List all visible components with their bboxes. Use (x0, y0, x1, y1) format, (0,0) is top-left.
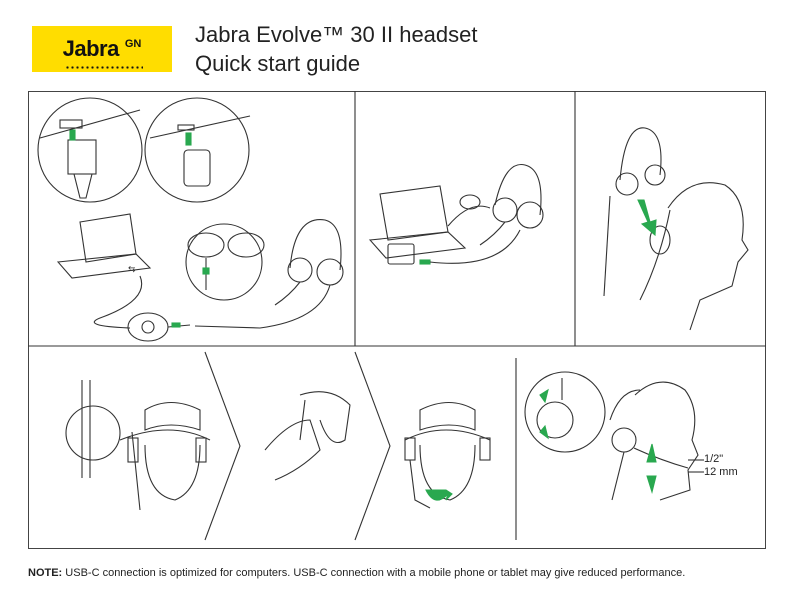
usb-c-plug (183, 149, 211, 187)
controller-front (187, 232, 225, 258)
detail-earcup (536, 401, 574, 439)
usb-c-arrow (185, 132, 192, 146)
headset-band (289, 219, 342, 271)
title-guide: Quick start guide (195, 51, 361, 76)
usb-a-port (59, 119, 83, 129)
laptop-base (56, 253, 152, 279)
wear-headband (619, 127, 662, 181)
controller-back (227, 232, 265, 258)
rotate-arrow (425, 489, 453, 501)
headset-cable (194, 284, 331, 329)
usb-a-arrow (69, 129, 76, 141)
usb-c-edge (149, 115, 251, 139)
mic-distance-label: 1/2" 12 mm (704, 453, 738, 479)
face-front (144, 444, 201, 501)
headset-earcup-left (287, 257, 313, 283)
logo-wordmark: Jabra (62, 36, 120, 61)
panel-hands (264, 391, 351, 481)
headset2-mic (479, 221, 506, 246)
usb-a-cable-end (73, 173, 93, 199)
usb-a-edge (39, 109, 141, 139)
note-text: USB-C connection is optimized for comput… (62, 567, 686, 579)
laptop2-screen (379, 185, 449, 241)
band-detail (65, 405, 121, 461)
head2-profile (634, 381, 699, 501)
earcup-detail (524, 371, 606, 453)
laptop2-base (368, 231, 467, 259)
mic-boom-side (633, 447, 689, 469)
head-back (639, 209, 671, 301)
cable2-side (611, 451, 625, 501)
wear-earcup (615, 172, 639, 196)
footer-note: NOTE: USB-C connection is optimized for … (28, 567, 685, 579)
cup2-right (479, 437, 491, 461)
instruction-frame (28, 91, 766, 549)
detail-arrow (202, 267, 210, 275)
ear (649, 225, 671, 255)
controller-detail (185, 223, 263, 301)
step-chevron-2 (354, 351, 391, 541)
logo-gn-mark: GN (124, 38, 142, 50)
wear-earcup-far (644, 164, 666, 186)
hat2-top (419, 401, 476, 431)
hand-upper (299, 391, 351, 444)
mic-distance-inch: 1/2" (704, 453, 724, 465)
step-chevron-1 (204, 351, 241, 541)
inline-controller (127, 312, 169, 342)
hand-lower (264, 419, 321, 481)
face2-front (419, 444, 476, 501)
band-slide (131, 431, 141, 511)
headset2-band (494, 163, 542, 216)
headset-earcup-right (316, 258, 344, 286)
mobile-phone (387, 243, 415, 265)
head-profile (667, 182, 749, 331)
cable-to-controller (93, 275, 143, 329)
page-title: Jabra Evolve™ 30 II headset Quick start … (195, 20, 478, 78)
mic-distance-mm: 12 mm (704, 466, 738, 478)
headset2-earcup-right (516, 201, 544, 229)
cup2-left (404, 437, 416, 461)
cup-left-front (127, 437, 139, 463)
hat-brim (119, 429, 211, 441)
jabra-logo: Jabra GN (32, 26, 172, 72)
panel-rotate-mic (404, 401, 491, 509)
jack-arrow (171, 322, 181, 328)
controller-button (141, 320, 155, 334)
hat2-brim (404, 429, 491, 441)
panel-connect-pc: ⇆ (37, 97, 344, 342)
usb-c-detail (144, 97, 250, 203)
usb-icon: ⇆ (128, 264, 136, 274)
mic-boom-front (409, 459, 431, 509)
panel-wear (603, 127, 749, 331)
logo-dots (64, 66, 143, 69)
title-product: Jabra Evolve™ 30 II headset (195, 22, 478, 47)
swivel-arrows (539, 388, 549, 440)
adjust-rail (299, 399, 306, 441)
earcup2-side (611, 427, 637, 453)
headset-mic-boom (274, 281, 301, 306)
usb-a-detail (37, 97, 143, 203)
controller2 (459, 194, 481, 210)
panel-mic-position (524, 371, 704, 501)
cup-right-front (195, 437, 207, 463)
usb-a-plug (67, 139, 97, 175)
panel-connect-mobile (368, 163, 544, 265)
phone-arrow (419, 259, 431, 265)
headband2-side (609, 389, 641, 421)
panel-adjust-headband (65, 380, 211, 511)
note-label: NOTE: (28, 567, 63, 579)
wear-cable (603, 195, 611, 297)
mic-arrows (646, 443, 657, 495)
band-rail (81, 380, 91, 478)
headset2-earcup-left (492, 197, 518, 223)
phone-cable (429, 229, 521, 264)
hat-top (144, 401, 201, 431)
wear-arrow (637, 199, 657, 237)
